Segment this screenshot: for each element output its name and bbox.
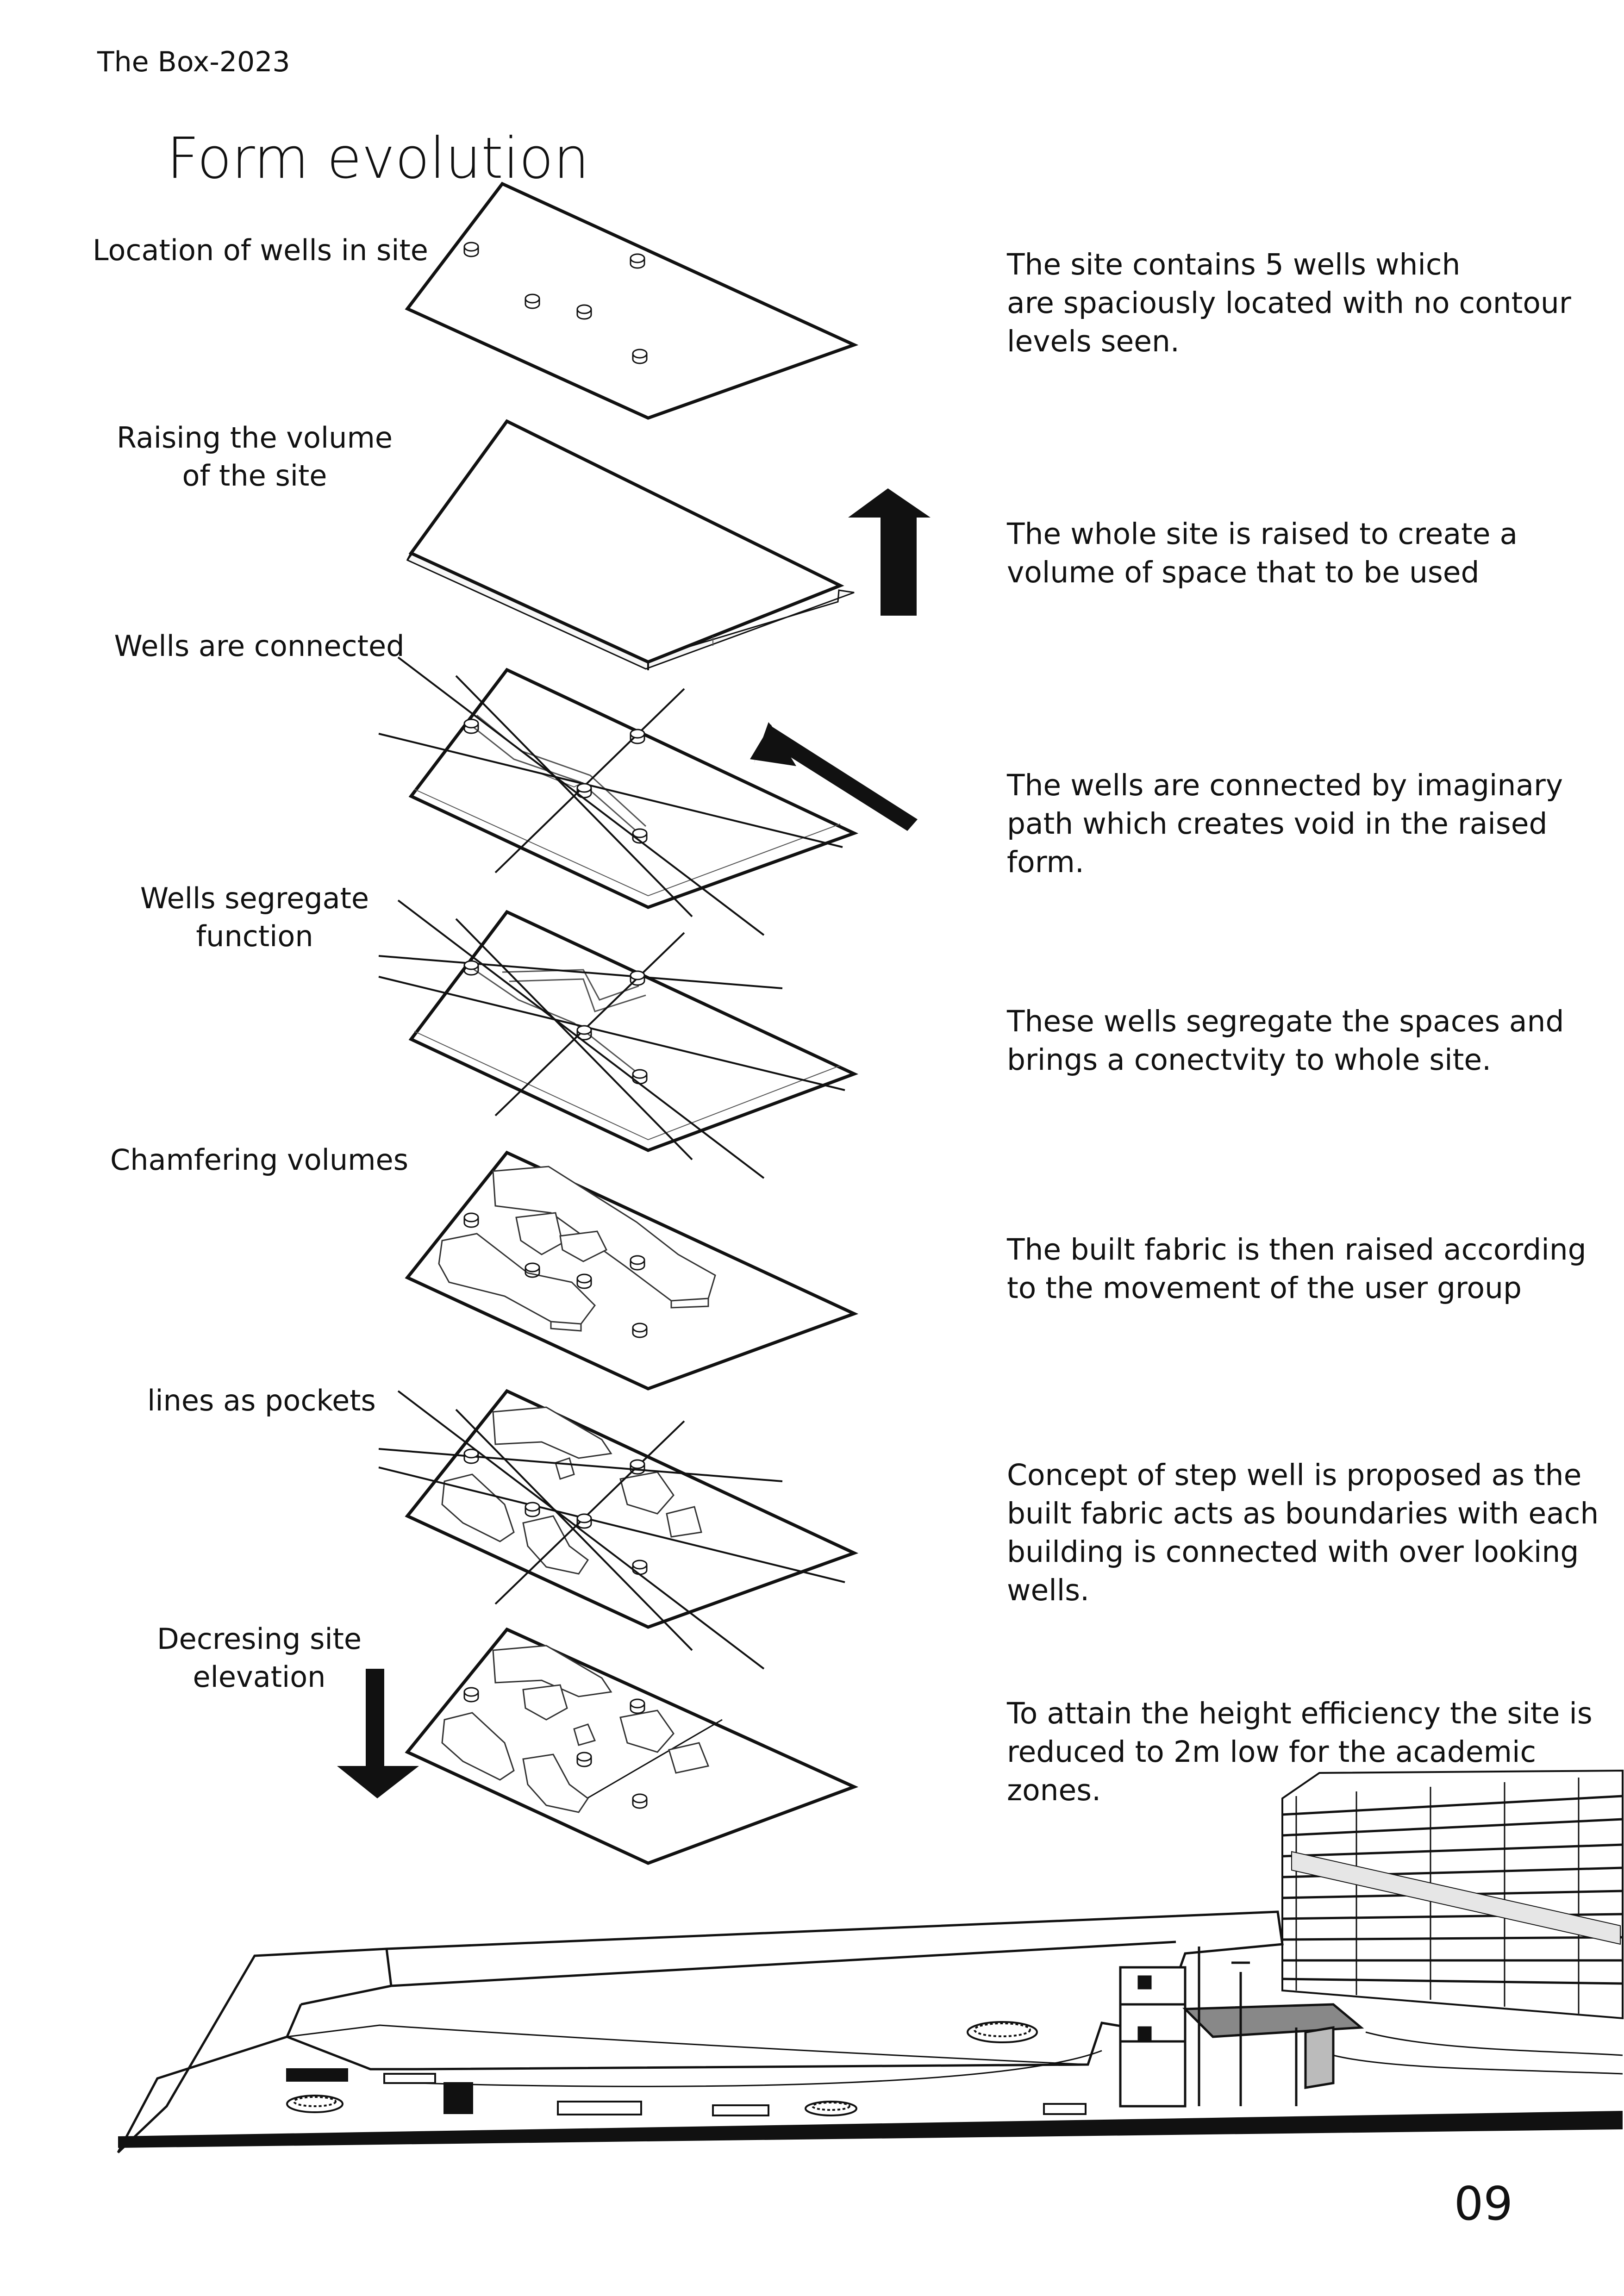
- up-arrow-icon: [848, 488, 931, 616]
- down-arrow-icon: [337, 1669, 419, 1798]
- stage-6-pockets: [379, 1391, 854, 1669]
- stage-1-site-plate: [407, 184, 854, 418]
- stage-5-chamfered-volumes: [407, 1153, 854, 1389]
- stage-3-connected-wells: [379, 657, 854, 935]
- site-perspective-illustration: [118, 1771, 1623, 2152]
- stage-7-lowered-site: [407, 1629, 854, 1863]
- stage-2-raised-volume: [407, 421, 854, 670]
- page-number: 09: [1454, 2173, 1513, 2234]
- stage-4-segregated-functions: [379, 900, 854, 1178]
- tower-block: [1282, 1771, 1623, 2018]
- ground-slab: [118, 2111, 1623, 2148]
- ground-elements: [287, 2069, 1086, 2115]
